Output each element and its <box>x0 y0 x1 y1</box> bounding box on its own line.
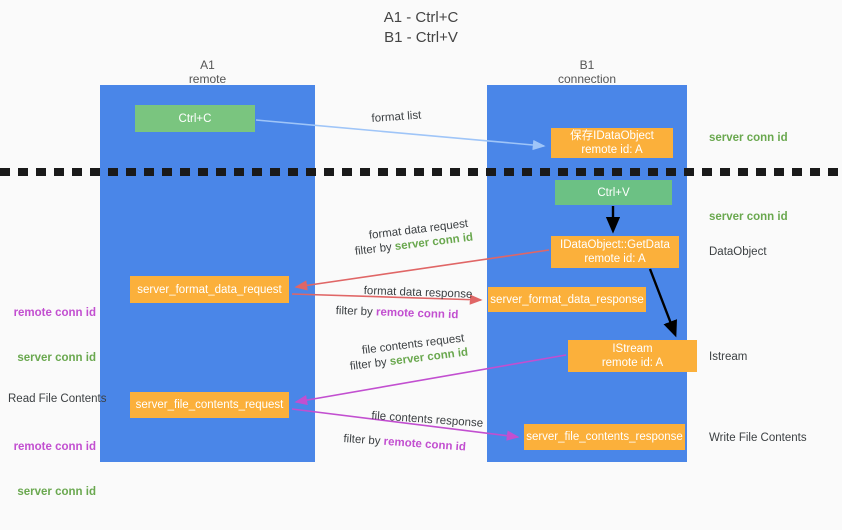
filter-key-remote-conn-id: remote conn id <box>375 306 459 322</box>
column-header-b1: B1 connection <box>557 58 617 86</box>
box-save-idataobject-line2: remote id: A <box>581 144 643 156</box>
box-save-idataobject[interactable]: 保存IDataObject remote id: A <box>551 128 673 158</box>
arrow-label-file-contents-response: file contents response <box>371 409 484 430</box>
box-ctrl-c-label: Ctrl+C <box>178 112 212 125</box>
box-server-format-data-response-label: server_format_data_response <box>490 293 644 306</box>
annotation-server-conn-id-mid: server conn id <box>709 211 788 223</box>
arrow-label-format-list: format list <box>371 109 422 125</box>
annotation-dataobject: DataObject <box>709 246 767 258</box>
annotation-remote-conn-id-1: remote conn id <box>13 307 96 319</box>
annotation-read-file-contents: Read File Contents <box>8 393 107 405</box>
annotation-remote-conn-id-2: remote conn id <box>13 441 96 453</box>
filter-prefix: filter by <box>354 241 396 258</box>
annotation-server-conn-id-top: server conn id <box>709 132 788 144</box>
arrow-label-file-contents-response-filter: filter by remote conn id <box>343 431 467 456</box>
annotation-server-conn-id-2: server conn id <box>17 486 96 498</box>
box-getdata-line1: IDataObject::GetData <box>560 239 670 251</box>
box-ctrl-v-label: Ctrl+V <box>597 186 630 199</box>
filter-prefix: filter by <box>349 356 391 373</box>
filter-prefix: filter by <box>335 304 377 319</box>
box-ctrl-c[interactable]: Ctrl+C <box>135 105 255 132</box>
box-server-format-data-response[interactable]: server_format_data_response <box>488 287 646 312</box>
box-server-format-data-request-label: server_format_data_request <box>137 283 282 296</box>
box-server-file-contents-request[interactable]: server_file_contents_request <box>130 392 289 418</box>
annotation-conn-ids-format: remote conn id server conn id <box>8 276 96 396</box>
box-server-file-contents-response-label: server_file_contents_response <box>526 431 683 443</box>
box-istream-line1: IStream <box>612 343 653 355</box>
box-ctrl-v[interactable]: Ctrl+V <box>555 180 672 205</box>
box-istream[interactable]: IStream remote id: A <box>568 340 697 372</box>
arrow-label-format-data-response-filter: filter by remote conn id <box>335 303 459 323</box>
box-server-format-data-request[interactable]: server_format_data_request <box>130 276 289 303</box>
annotation-istream: Istream <box>709 351 748 363</box>
box-getdata-line2: remote id: A <box>584 253 646 265</box>
annotation-write-file-contents: Write File Contents <box>709 432 807 444</box>
page-title: A1 - Ctrl+C B1 - Ctrl+V <box>383 9 459 46</box>
diagram-canvas: A1 - Ctrl+C B1 - Ctrl+V A1 remote B1 con… <box>0 9 842 498</box>
phase-divider <box>0 168 842 176</box>
arrow-label-format-data-response: format data response <box>363 284 473 301</box>
box-idataobject-getdata[interactable]: IDataObject::GetData remote id: A <box>551 236 679 268</box>
box-server-file-contents-request-label: server_file_contents_request <box>135 399 284 411</box>
box-save-idataobject-line1: 保存IDataObject <box>570 130 654 142</box>
column-header-a1: A1 remote <box>188 58 227 86</box>
filter-key-remote-conn-id: remote conn id <box>383 435 467 454</box>
annotation-conn-ids-file: remote conn id server conn id <box>8 410 96 530</box>
annotation-server-conn-id-1: server conn id <box>17 352 96 364</box>
box-server-file-contents-response[interactable]: server_file_contents_response <box>524 424 685 450</box>
filter-prefix: filter by <box>343 432 385 448</box>
box-istream-line2: remote id: A <box>601 357 664 369</box>
